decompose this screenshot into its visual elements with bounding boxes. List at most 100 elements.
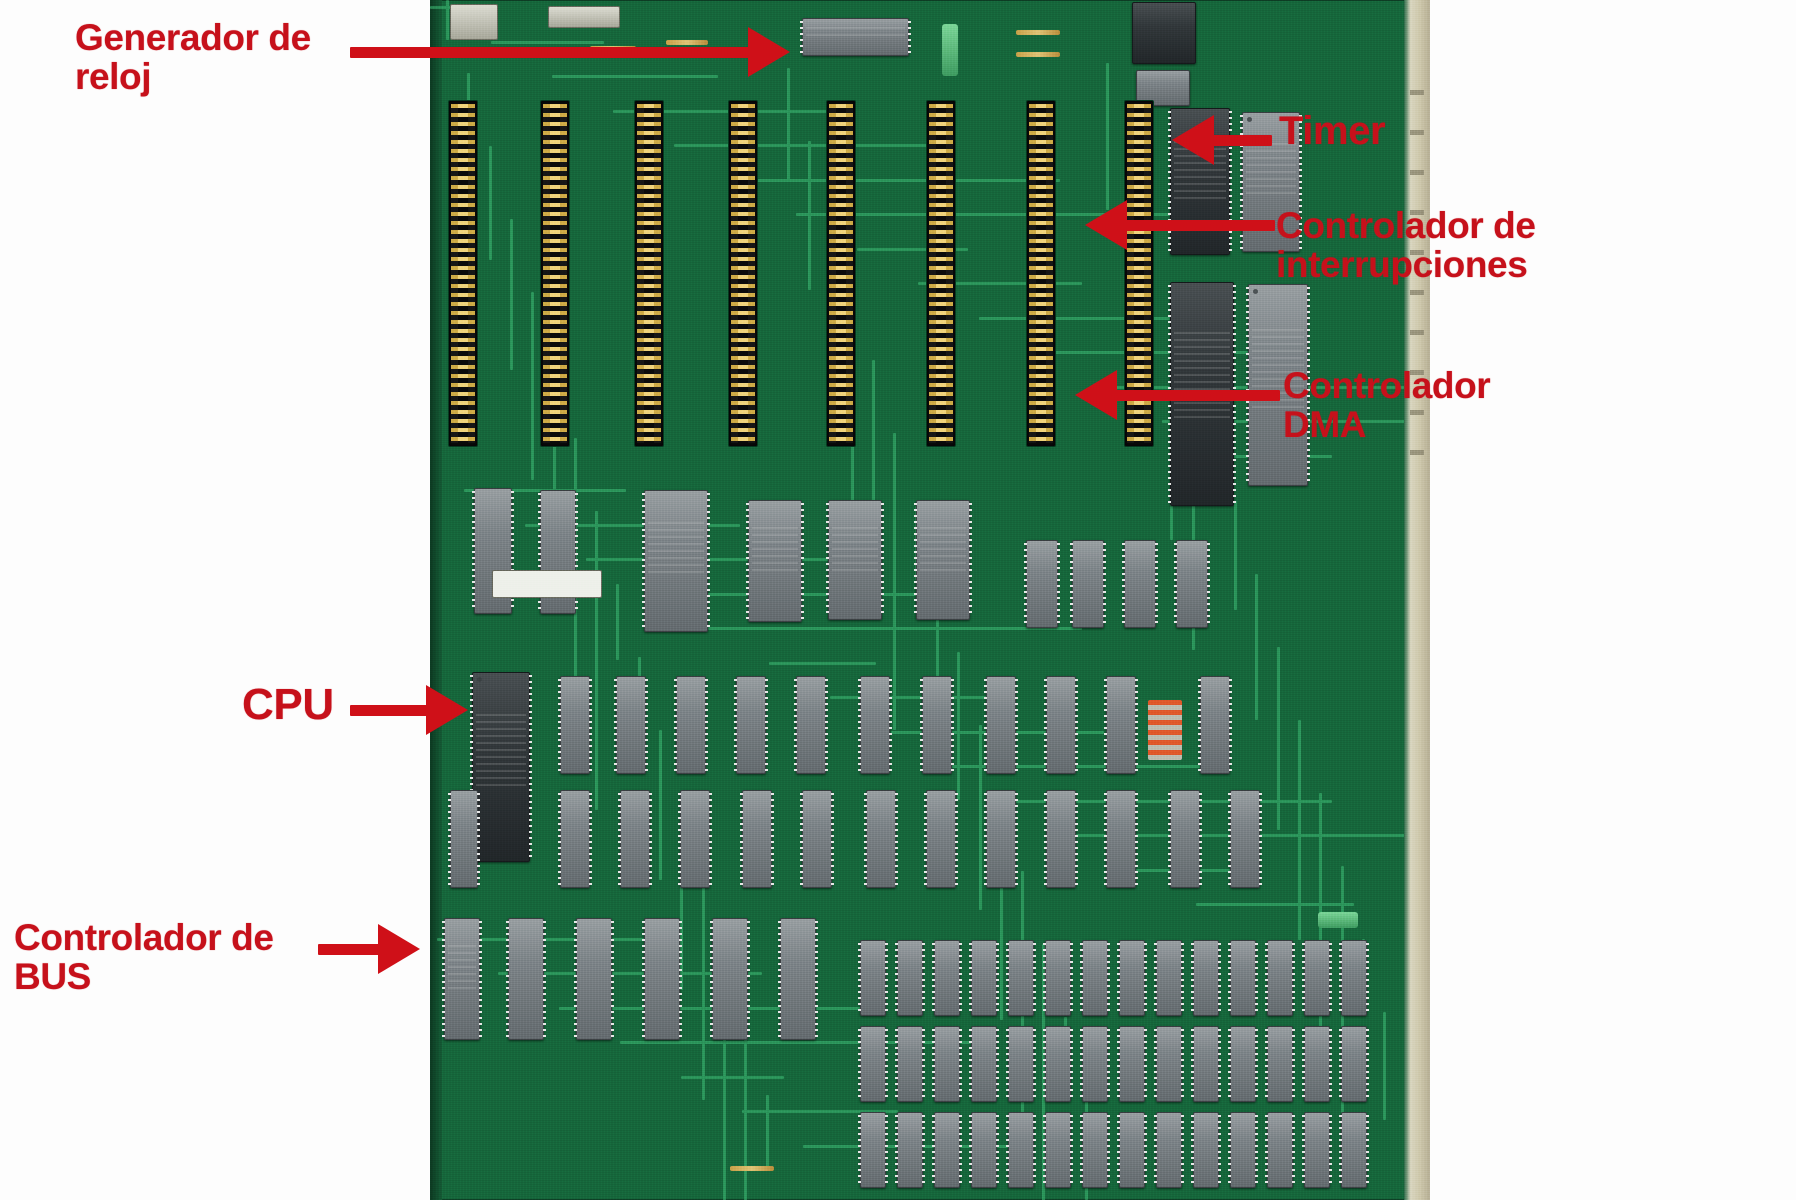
logic-chip (800, 790, 834, 888)
ram-chip (895, 940, 925, 1016)
label-dma-controller: Controlador DMA (1283, 365, 1491, 446)
arrow-bus-controller (318, 924, 420, 974)
isa-slot (1026, 100, 1056, 447)
ram-chip (1043, 1112, 1073, 1188)
board-left-edge (430, 0, 442, 1200)
isa-slot (826, 100, 856, 447)
arrow-clock-generator (350, 27, 790, 77)
ram-chip (1006, 940, 1036, 1016)
bottom-chip (710, 918, 750, 1040)
logic-chip (678, 790, 712, 888)
isa-slot (926, 100, 956, 447)
ram-chip (1302, 1112, 1332, 1188)
ram-chip (1043, 1026, 1073, 1102)
logic-chip (1044, 790, 1078, 888)
ram-chip (932, 1026, 962, 1102)
motherboard-photo (430, 0, 1430, 1200)
ram-chip (1339, 940, 1369, 1016)
ram-chip (1154, 1026, 1184, 1102)
ram-chip (1080, 940, 1110, 1016)
ram-chip (1117, 940, 1147, 1016)
ram-chip (1302, 1026, 1332, 1102)
logic-chip (558, 676, 592, 774)
ram-chip (1339, 1112, 1369, 1188)
isa-slot (540, 100, 570, 447)
logic-chip (1104, 676, 1138, 774)
rom-chip (642, 490, 710, 632)
bottom-chip (642, 918, 682, 1040)
ram-chip (1302, 940, 1332, 1016)
logic-chip (794, 676, 828, 774)
mid-chip (746, 500, 804, 622)
bottom-resistor (730, 1166, 774, 1171)
top-right-small-chip (1136, 70, 1190, 106)
logic-chip (558, 790, 592, 888)
logic-chip (1228, 790, 1262, 888)
logic-chip (618, 790, 652, 888)
ram-bank (858, 940, 1390, 1190)
clock-generator-chip (800, 18, 911, 56)
isa-slot (728, 100, 758, 447)
ram-chip (969, 1112, 999, 1188)
top-connector-1 (450, 4, 498, 40)
ram-chip (858, 1026, 888, 1102)
arrow-dma-controller (1075, 370, 1280, 420)
bottom-chip (506, 918, 546, 1040)
cpu-chip (470, 672, 532, 862)
top-resistor-4 (1016, 52, 1060, 57)
isa-slot (1124, 100, 1154, 447)
ram-chip (1154, 940, 1184, 1016)
mid-chip (1024, 540, 1060, 628)
label-interrupt-controller: Controlador de interrupciones (1276, 205, 1536, 286)
mid-chip (1122, 540, 1158, 628)
logic-chip (448, 790, 480, 888)
logic-chip (858, 676, 892, 774)
logic-chip (1044, 676, 1078, 774)
top-resistor-3 (1016, 30, 1060, 35)
logic-chip (1104, 790, 1138, 888)
bottom-chip (778, 918, 818, 1040)
ram-chip (1117, 1026, 1147, 1102)
isa-slot (634, 100, 664, 447)
ram-chip (1043, 940, 1073, 1016)
bottom-capacitor (1318, 912, 1358, 928)
logic-chip (984, 790, 1018, 888)
ram-chip (895, 1112, 925, 1188)
label-cpu: CPU (242, 680, 334, 729)
logic-chip (1198, 676, 1232, 774)
ram-chip (1191, 1026, 1221, 1102)
logic-chip (734, 676, 768, 774)
ram-chip (895, 1026, 925, 1102)
ram-chip (1080, 1112, 1110, 1188)
mid-chip (914, 500, 972, 620)
logic-chip (674, 676, 708, 774)
logic-chip (614, 676, 648, 774)
label-clock-generator: Generador de reloj (75, 17, 311, 98)
mid-chip (1070, 540, 1106, 628)
logic-chip (924, 790, 958, 888)
logic-chip (920, 676, 954, 774)
mid-chip (1174, 540, 1210, 628)
ram-chip (1228, 1112, 1258, 1188)
logic-chip (864, 790, 898, 888)
ram-chip (1228, 1026, 1258, 1102)
resistor-pack (1148, 700, 1182, 760)
ram-chip (1228, 940, 1258, 1016)
ram-chip (1265, 1112, 1295, 1188)
logic-chip (984, 676, 1018, 774)
label-timer: Timer (1279, 109, 1386, 153)
ram-chip (1265, 1026, 1295, 1102)
top-connector-2 (548, 6, 620, 28)
ram-chip (1265, 940, 1295, 1016)
arrow-cpu (350, 685, 468, 735)
bottom-chip (574, 918, 614, 1040)
logic-chip (740, 790, 774, 888)
board-edge-connector (1404, 0, 1430, 1200)
logic-chip (1168, 790, 1202, 888)
ram-chip (932, 940, 962, 1016)
ram-chip (1080, 1026, 1110, 1102)
top-right-chip (1132, 2, 1196, 64)
isa-slot (448, 100, 478, 447)
ram-chip (858, 1112, 888, 1188)
